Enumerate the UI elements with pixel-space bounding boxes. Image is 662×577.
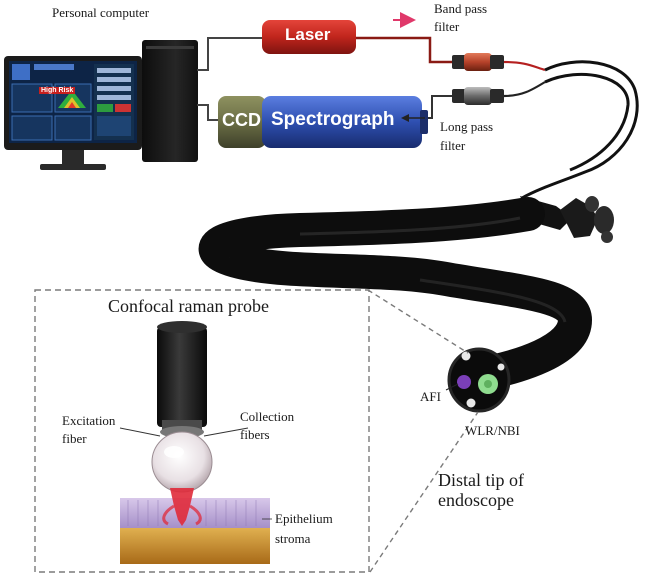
- excitation-leader: [119, 427, 161, 437]
- long-pass-filter-label-1: Long pass: [440, 119, 494, 134]
- long-pass-filter: [452, 87, 504, 105]
- band-pass-filter-label-2: filter: [434, 19, 460, 34]
- distal-tip-label-2: endoscope: [438, 490, 514, 510]
- stroma-layer: [120, 528, 270, 564]
- endoscope-tube: [198, 197, 593, 393]
- long-pass-filter-label-2: filter: [440, 138, 466, 153]
- fiber-coil: [521, 60, 639, 200]
- laser-spot: [170, 488, 194, 526]
- spectrograph-box: [262, 96, 422, 148]
- stroma-label: stroma: [275, 531, 311, 546]
- afi-channel: [457, 375, 471, 389]
- afi-label: AFI: [420, 389, 441, 404]
- collection-leader: [203, 427, 249, 437]
- pc-tower: [142, 40, 198, 162]
- fiber-red: [503, 60, 546, 72]
- fiber-dark: [503, 81, 546, 98]
- distal-tip-label-1: Distal tip of: [438, 470, 524, 490]
- afi-leader: [445, 383, 459, 391]
- cable-pc-ccd: [197, 104, 218, 121]
- raman-probe-body: [157, 327, 207, 427]
- laser-fiber: [356, 36, 455, 64]
- excitation-fiber-label-1: Excitation: [62, 413, 116, 428]
- band-pass-filter: [452, 53, 504, 71]
- spectrograph-label: Spectrograph: [271, 109, 395, 130]
- collection-fibers-label-2: fibers: [240, 427, 270, 442]
- screen-risk-badge: High Risk: [39, 87, 76, 94]
- wlr-nbi-label: WLR/NBI: [465, 423, 520, 438]
- ccd-box: [218, 96, 266, 148]
- band-pass-filter-label-1: Band pass: [434, 1, 488, 16]
- laser-label: Laser: [285, 25, 331, 44]
- monitor: [4, 56, 142, 170]
- collection-fibers-label-1: Collection: [240, 409, 295, 424]
- epithelium-label: Epithelium: [275, 511, 333, 526]
- ball-lens: [151, 431, 213, 493]
- excitation-fiber-label-2: fiber: [62, 431, 87, 446]
- personal-computer-label: Personal computer: [52, 5, 150, 20]
- tip-light-port: [461, 351, 471, 361]
- epithelium-layer: [120, 498, 270, 528]
- cable-pc-laser: [197, 37, 262, 71]
- distal-tip: [447, 347, 511, 413]
- laser-box: [262, 20, 356, 54]
- callout-line-top: [367, 289, 469, 354]
- ccd-label: CCD: [222, 110, 261, 130]
- confocal-raman-probe-title: Confocal raman probe: [108, 296, 269, 316]
- collection-fiber: [428, 95, 455, 119]
- probe-inset-box: [34, 289, 370, 573]
